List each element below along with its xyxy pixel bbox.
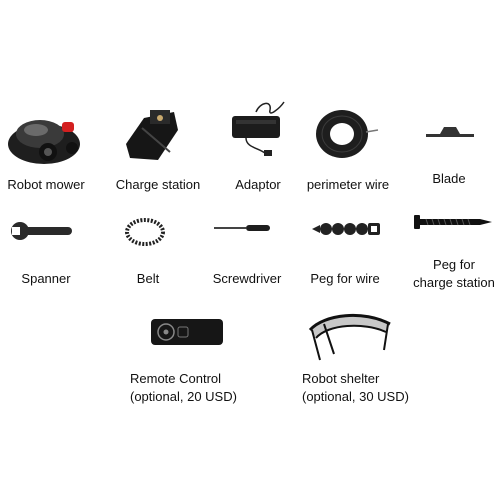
peg-for-charge-station-label-line1: Peg for [433,257,475,272]
blade-image [424,124,476,138]
perimeter-wire-label: perimeter wire [306,177,390,192]
belt-image [124,216,166,248]
robot-shelter-label-line2: (optional, 30 USD) [302,389,409,404]
robot-shelter-image [304,310,394,364]
remote-control-image [150,318,224,346]
screwdriver-label: Screwdriver [212,271,282,286]
spanner-image [10,218,74,244]
robot-shelter-label-line1: Robot shelter [302,371,380,386]
spanner-label: Spanner [21,271,71,286]
peg-for-charge-station-label-line2: charge station [413,275,495,290]
peg-for-wire-label: Peg for wire [310,271,380,286]
robot-mower-image [4,108,84,168]
peg-for-charge-station-image [412,214,494,230]
perimeter-wire-image [312,106,382,162]
robot-shelter-label: Robot shelter (optional, 30 USD) [302,370,422,406]
adaptor-image [226,98,290,160]
adaptor-label: Adaptor [235,177,281,192]
peg-for-charge-station-label: Peg for charge station [404,256,500,292]
screwdriver-image [212,222,272,234]
belt-label: Belt [136,271,160,286]
charge-station-label: Charge station [115,177,201,192]
charge-station-image [122,108,182,164]
remote-control-label: Remote Control (optional, 20 USD) [130,370,250,406]
remote-control-label-line1: Remote Control [130,371,222,386]
robot-mower-label: Robot mower [7,177,85,192]
remote-control-label-line2: (optional, 20 USD) [130,389,237,404]
peg-for-wire-image [310,220,382,238]
blade-label: Blade [432,171,466,186]
